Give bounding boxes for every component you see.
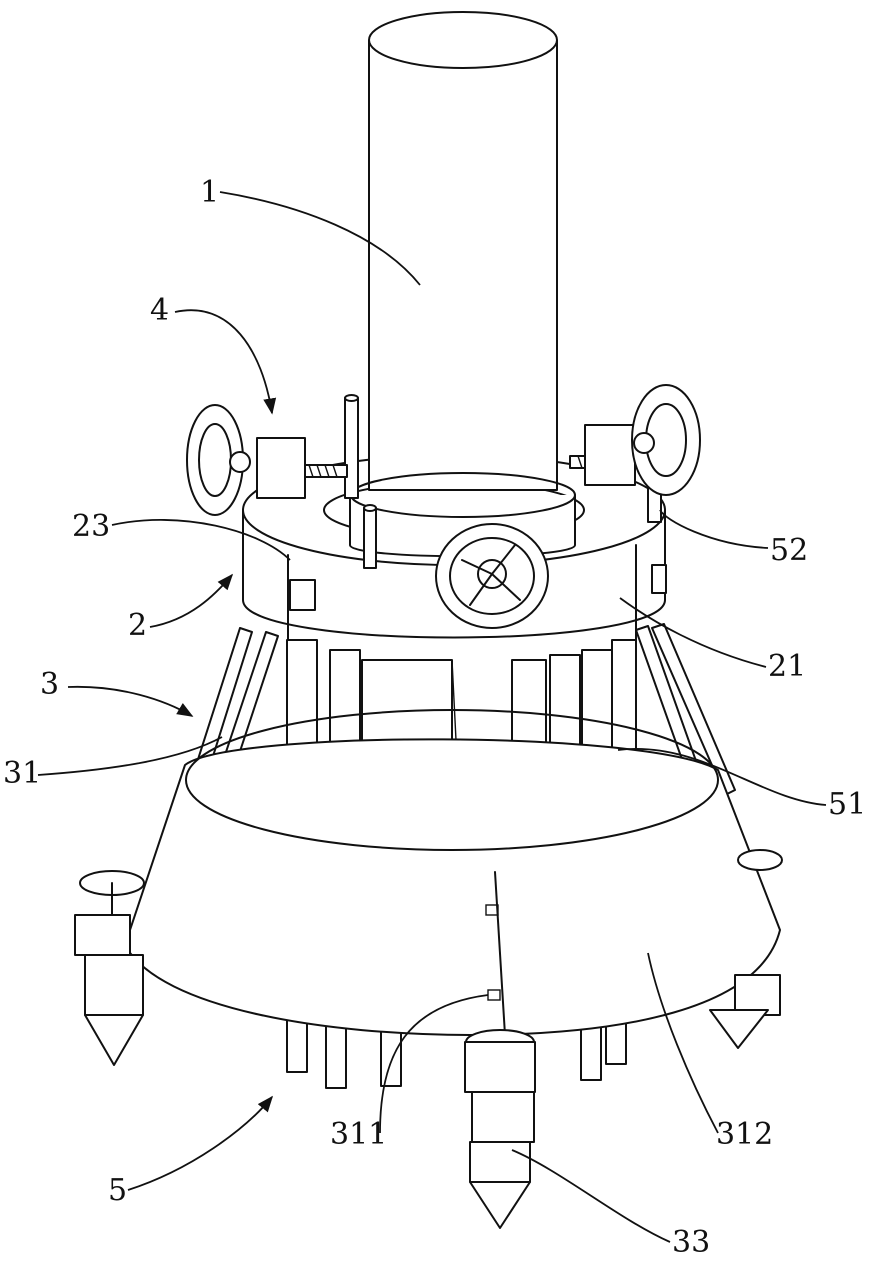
label-2: 2 — [128, 608, 147, 643]
foot-left — [75, 871, 144, 1065]
label-33: 33 — [672, 1225, 710, 1259]
label-4: 4 — [150, 293, 169, 328]
label-3: 3 — [40, 667, 59, 702]
label-31: 31 — [3, 756, 41, 791]
handwheel-front — [436, 524, 548, 628]
label-311: 311 — [330, 1117, 387, 1152]
main-column — [350, 12, 575, 556]
label-52: 52 — [770, 533, 808, 568]
handwheel-right — [570, 385, 700, 495]
conical-skirt — [125, 710, 780, 1035]
label-23: 23 — [72, 509, 110, 544]
label-5: 5 — [108, 1173, 127, 1208]
platform-slot-left — [290, 580, 315, 610]
platform-slot-right — [652, 565, 666, 593]
foot-front — [465, 1030, 535, 1228]
label-312: 312 — [716, 1117, 773, 1152]
label-51: 51 — [828, 787, 866, 822]
label-1: 1 — [200, 175, 219, 210]
label-21: 21 — [768, 649, 806, 684]
